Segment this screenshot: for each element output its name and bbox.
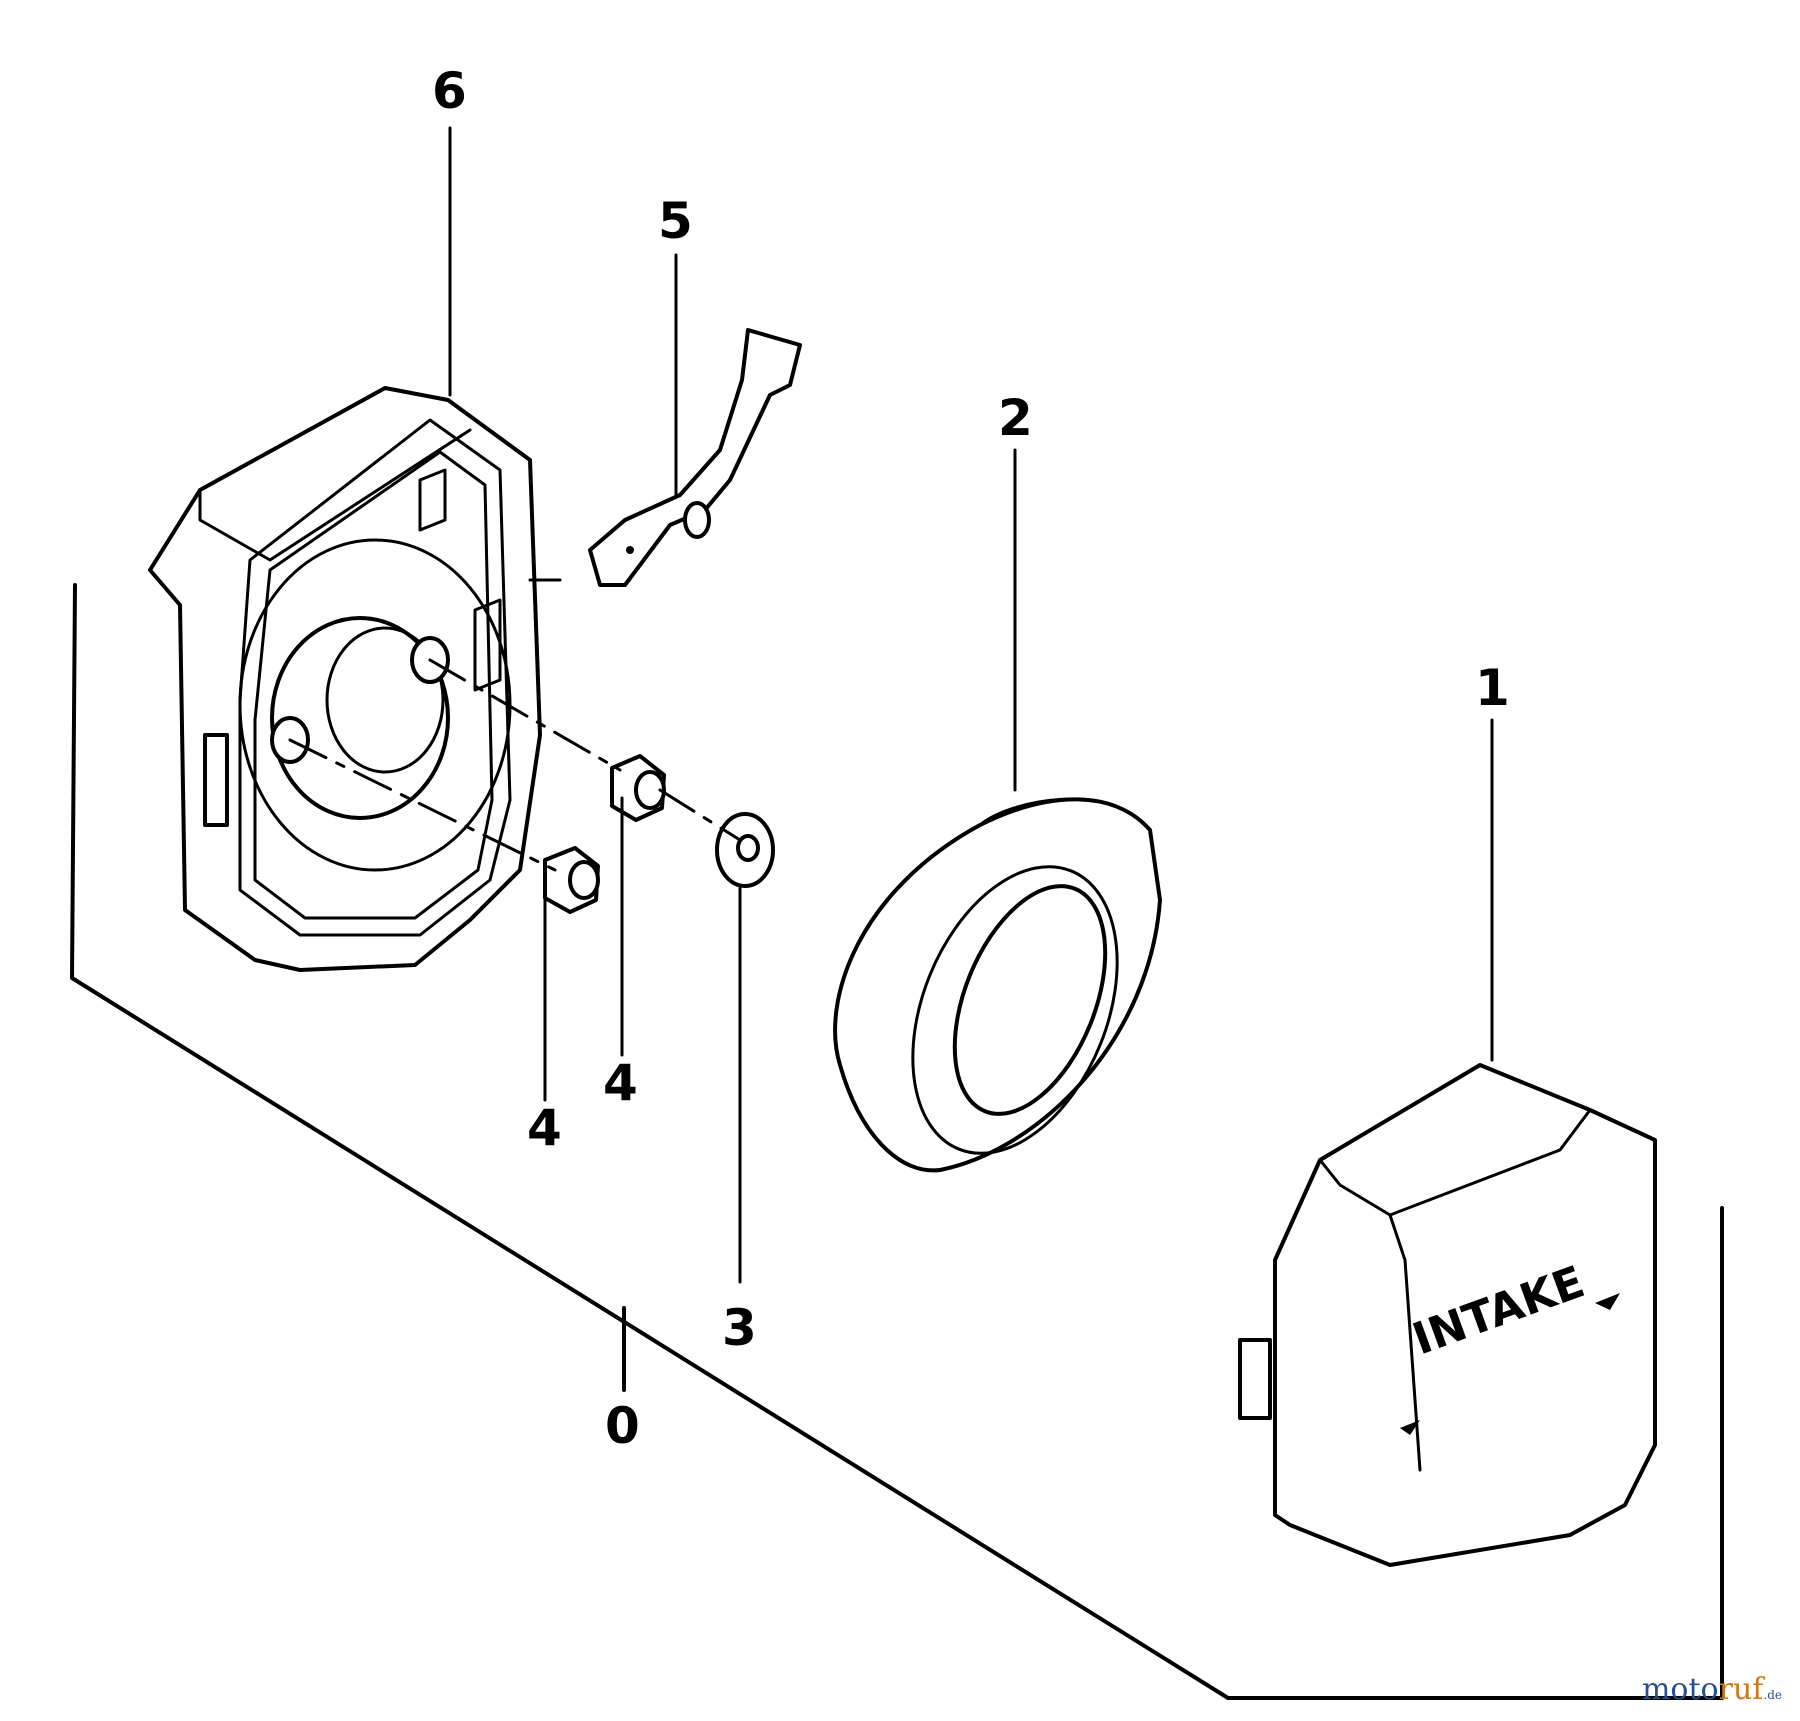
watermark-logo: motoruf.de bbox=[1642, 1672, 1782, 1707]
callout-6: 6 bbox=[432, 62, 467, 120]
intake-cover: INTAKE bbox=[1238, 1063, 1657, 1567]
collar-spacer-lower bbox=[543, 846, 600, 914]
callout-3: 3 bbox=[722, 1299, 757, 1357]
callout-4-upper: 4 bbox=[603, 1054, 638, 1112]
watermark-part1: moto bbox=[1641, 1672, 1719, 1707]
washer bbox=[715, 812, 775, 888]
callout-1: 1 bbox=[1475, 659, 1510, 717]
watermark-part2: ruf bbox=[1718, 1672, 1764, 1707]
collar-spacer-upper bbox=[610, 754, 666, 822]
leader-lines bbox=[448, 126, 1494, 1284]
callout-4-lower: 4 bbox=[527, 1099, 562, 1157]
filter-base-housing bbox=[148, 386, 562, 972]
assembly-axes bbox=[288, 658, 742, 872]
watermark-suffix: .de bbox=[1763, 1688, 1782, 1702]
assembly-bracket bbox=[70, 583, 1724, 1700]
choke-lever bbox=[588, 328, 802, 587]
callout-5: 5 bbox=[658, 192, 693, 250]
callout-2: 2 bbox=[998, 389, 1033, 447]
foam-filter-element bbox=[833, 797, 1162, 1173]
callout-0: 0 bbox=[605, 1397, 640, 1455]
